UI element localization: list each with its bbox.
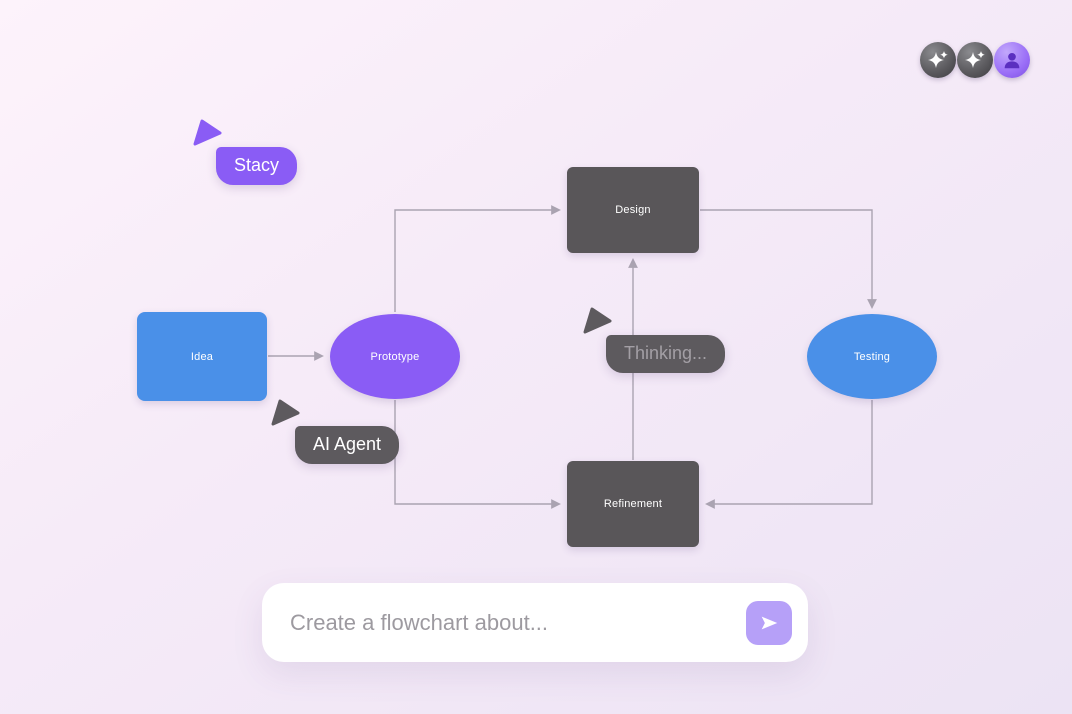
node-prototype[interactable]: Prototype xyxy=(330,314,460,399)
cursor-stacy-icon xyxy=(193,119,222,146)
node-idea[interactable]: Idea xyxy=(137,312,267,401)
node-testing[interactable]: Testing xyxy=(807,314,937,399)
cursor-ai-agent-icon xyxy=(271,399,300,426)
edge-prototype-refinement xyxy=(394,400,561,509)
edge-testing-refinement xyxy=(705,400,873,509)
edge-design-testing xyxy=(700,209,877,309)
node-design-label: Design xyxy=(615,204,651,216)
edge-prototype-design xyxy=(394,205,561,312)
cursor-thinking-icon xyxy=(583,307,612,334)
node-refinement-label: Refinement xyxy=(603,498,663,510)
prompt-bar xyxy=(262,583,808,662)
avatar-ai-agent-2[interactable] xyxy=(957,42,993,78)
node-design[interactable]: Design xyxy=(567,167,699,253)
node-prototype-label: Prototype xyxy=(370,350,420,363)
sparkle-icon xyxy=(965,51,985,68)
presence-avatars xyxy=(920,42,1030,78)
node-idea-label: Idea xyxy=(190,350,214,363)
avatar-ai-agent-1[interactable] xyxy=(920,42,956,78)
cursor-label-ai-agent: AI Agent xyxy=(295,426,400,464)
node-testing-label: Testing xyxy=(853,350,891,363)
prompt-input[interactable] xyxy=(290,609,746,636)
avatar-user[interactable] xyxy=(994,42,1030,78)
cursor-label-stacy: Stacy xyxy=(216,147,298,185)
cursor-label-thinking: Thinking... xyxy=(606,335,726,373)
person-icon xyxy=(1004,52,1020,69)
send-arrow-icon xyxy=(761,616,778,629)
sparkle-icon xyxy=(928,51,948,68)
send-button[interactable] xyxy=(746,600,792,645)
node-refinement[interactable]: Refinement xyxy=(567,461,699,547)
